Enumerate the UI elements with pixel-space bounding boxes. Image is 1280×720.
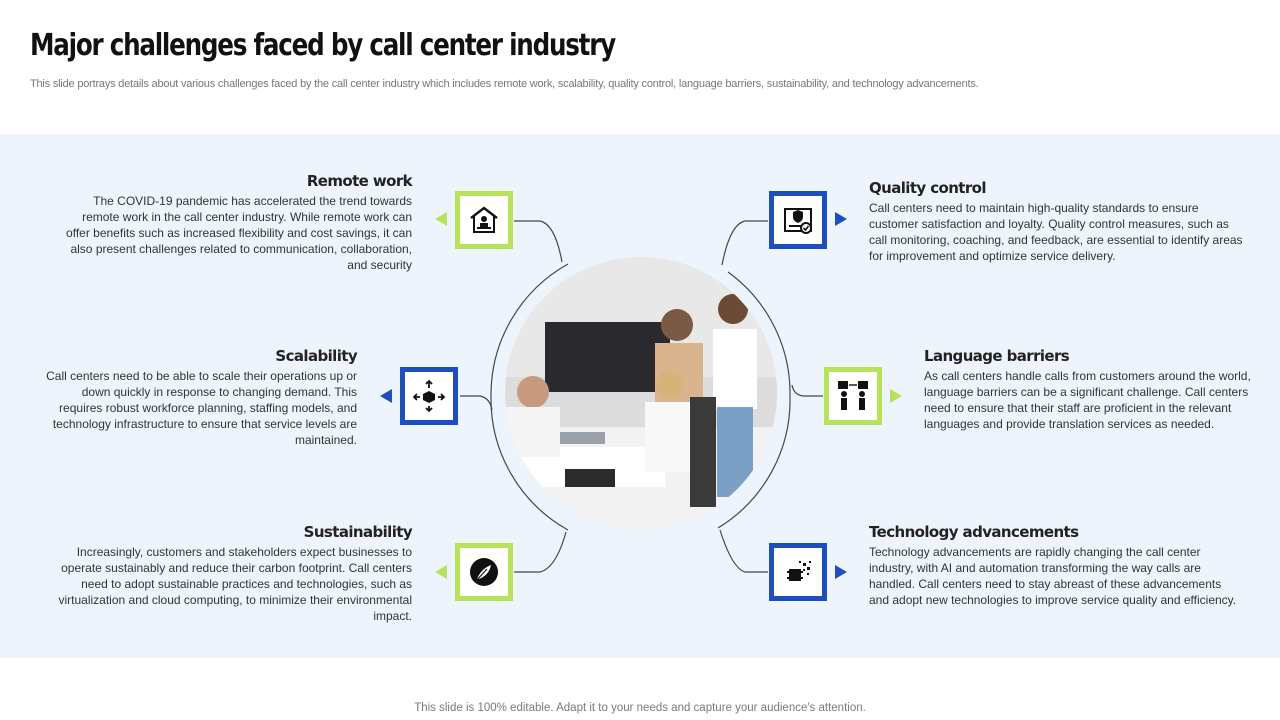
quality-control-icon-box: [769, 191, 827, 249]
ai-chip-icon: [787, 561, 811, 581]
quality-certificate-icon: [784, 208, 812, 234]
sustainability-icon-box: [455, 543, 513, 601]
scalability-heading: Scalability: [275, 347, 357, 365]
quality-control-heading: Quality control: [869, 179, 987, 197]
remote-work-heading: Remote work: [306, 172, 413, 190]
remote-work-icon-box: [455, 191, 513, 249]
page-title: Major challenges faced by call center in…: [30, 28, 616, 63]
leaf-icon: [470, 558, 498, 586]
language-barriers-text: As call centers handle calls from custom…: [924, 369, 1251, 431]
language-barriers-heading: Language barriers: [924, 347, 1070, 365]
scalability-icon-box: [400, 367, 458, 425]
technology-icon-box: [769, 543, 827, 601]
sustainability-arrow: [435, 565, 447, 579]
technology-heading: Technology advancements: [869, 523, 1079, 541]
home-office-icon: [470, 206, 498, 233]
technology-text: Technology advancements are rapidly chan…: [869, 545, 1237, 607]
language-barriers-arrow: [890, 389, 902, 403]
remote-work-arrow: [435, 212, 447, 226]
remote-work-text: The COVID-19 pandemic has accelerated th…: [66, 194, 412, 272]
page-subtitle: This slide portrays details about variou…: [30, 78, 979, 90]
translation-people-icon: [838, 381, 868, 410]
call-center-photo: [505, 257, 777, 529]
footer-note: This slide is 100% editable. Adapt it to…: [414, 702, 866, 714]
quality-control-arrow: [835, 212, 847, 226]
language-barriers-icon-box: [824, 367, 882, 425]
technology-arrow: [835, 565, 847, 579]
sustainability-text: Increasingly, customers and stakeholders…: [58, 545, 412, 623]
quality-control-text: Call centers need to maintain high-quali…: [869, 201, 1243, 263]
scale-cube-icon: [412, 379, 446, 413]
scalability-text: Call centers need to be able to scale th…: [46, 369, 357, 447]
scalability-arrow: [380, 389, 392, 403]
sustainability-heading: Sustainability: [303, 523, 413, 541]
